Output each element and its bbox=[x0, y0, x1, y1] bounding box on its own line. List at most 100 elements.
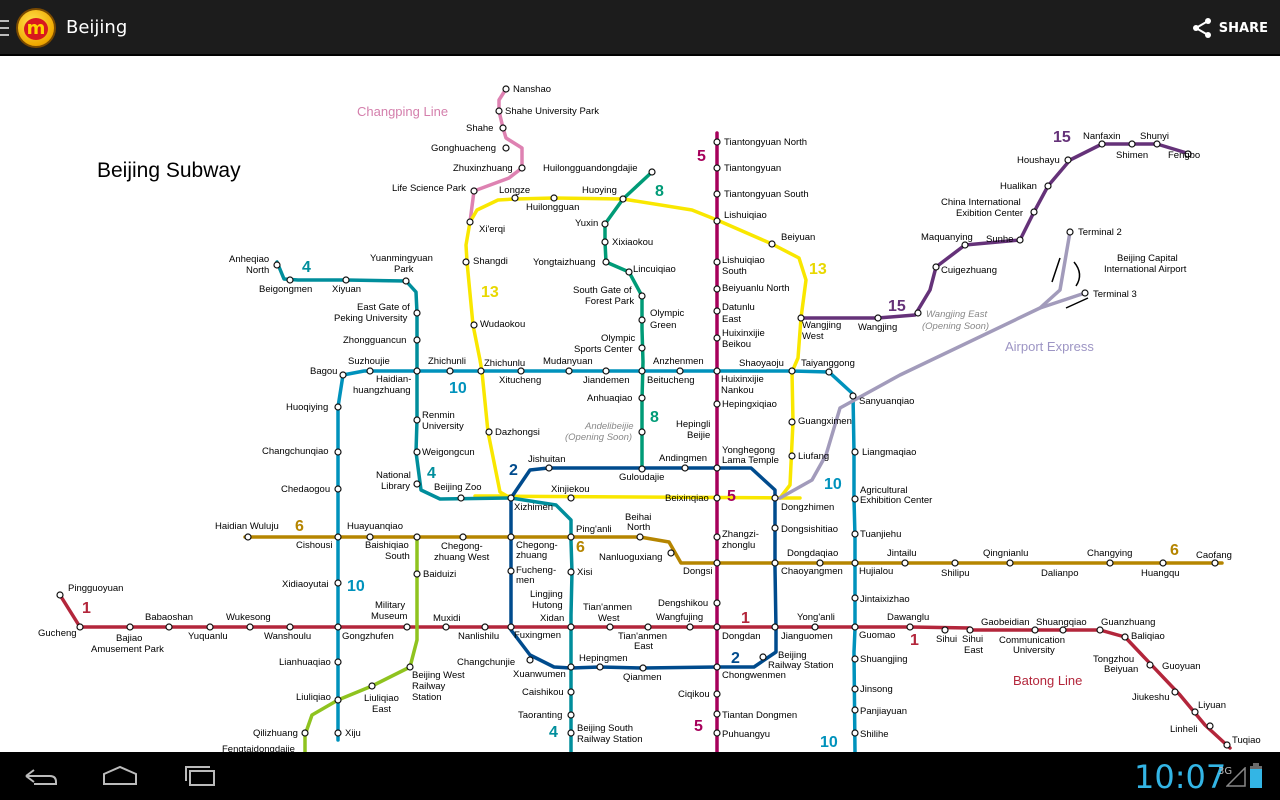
home-icon[interactable] bbox=[100, 764, 140, 788]
station-label: Xiyuan bbox=[332, 284, 361, 295]
station-label: Huayuanqiao bbox=[347, 521, 403, 532]
station-label: Gonghuacheng bbox=[431, 143, 496, 154]
station-label: Shilipu bbox=[941, 568, 970, 579]
station-label: Terminal 2 bbox=[1078, 227, 1122, 238]
line5-number-a: 5 bbox=[697, 148, 706, 165]
station-label: University bbox=[1013, 645, 1055, 656]
station-label: Suzhoujie bbox=[348, 356, 390, 367]
line1-number-c: 1 bbox=[910, 632, 919, 649]
station-label: Gucheng bbox=[38, 628, 77, 639]
station-label: Railway bbox=[412, 681, 446, 692]
station-label: Wanshoulu bbox=[264, 631, 311, 642]
station-label: Gaobeidian bbox=[981, 617, 1030, 628]
station-label: Shimen bbox=[1116, 150, 1148, 161]
station-label: Nanluoguxiang bbox=[599, 552, 662, 563]
station-label: Guloudajie bbox=[619, 472, 664, 483]
station-label: zhonglu bbox=[722, 540, 755, 551]
station-label: International Airport bbox=[1104, 264, 1187, 275]
station-label: Shilihe bbox=[860, 729, 889, 740]
line5-number-c: 5 bbox=[694, 718, 703, 735]
subway-map-svg[interactable]: Beijing Subway Changping Line Airport Ex… bbox=[0, 56, 1280, 752]
station-label: Sunhe bbox=[986, 234, 1013, 245]
station-label: Amusement Park bbox=[91, 644, 164, 655]
line10-number-c: 10 bbox=[347, 578, 365, 595]
line13-number-a: 13 bbox=[481, 284, 499, 301]
station-label: Lincuiqiao bbox=[633, 264, 676, 275]
station-label: Guangximen bbox=[798, 416, 852, 427]
app-title: Beijing bbox=[66, 17, 128, 38]
station-label: Huangqu bbox=[1141, 568, 1180, 579]
line4-number-a: 4 bbox=[302, 259, 311, 276]
station-label: Station bbox=[412, 692, 442, 703]
station-label: Xi'erqi bbox=[479, 224, 505, 235]
station-label: Tiantongyuan South bbox=[724, 189, 809, 200]
station-label: Huixinxijie bbox=[722, 328, 765, 339]
line4-number-c: 4 bbox=[549, 724, 558, 741]
station-label: Hepingmen bbox=[579, 653, 628, 664]
station-label: huangzhuang bbox=[353, 385, 411, 396]
station-label: Dengshikou bbox=[658, 598, 708, 609]
station-label: Qingnianlu bbox=[983, 548, 1028, 559]
station-label: Nanfaxin bbox=[1083, 131, 1121, 142]
label-batong-line: Batong Line bbox=[1013, 673, 1082, 688]
station-label: Exibition Center bbox=[956, 208, 1023, 219]
app-logo-icon[interactable]: m bbox=[16, 8, 56, 48]
station-label: Wangjing East bbox=[926, 309, 987, 320]
line-4 bbox=[275, 260, 574, 752]
recent-apps-icon[interactable] bbox=[180, 764, 220, 788]
station-label: Guomao bbox=[859, 630, 895, 641]
station-label: Longze bbox=[499, 185, 530, 196]
station-label: Liuliqiao bbox=[364, 693, 399, 704]
station-label: Baliqiao bbox=[1131, 631, 1165, 642]
station-label: zhuang bbox=[516, 550, 547, 561]
line-numbers: 1 1 1 2 2 4 4 4 5 5 5 6 6 6 8 8 10 10 10… bbox=[82, 129, 1179, 751]
station-label: Chegong- bbox=[441, 541, 483, 552]
station-label: Beiyuan bbox=[1104, 664, 1138, 675]
station-label: Dongsi bbox=[683, 566, 713, 577]
drawer-menu-icon[interactable] bbox=[0, 20, 9, 36]
share-icon bbox=[1192, 18, 1211, 38]
station-label: Huoqiying bbox=[286, 402, 328, 413]
station-label: Zhichunlu bbox=[484, 358, 525, 369]
line-batong bbox=[968, 628, 1232, 750]
station-label: Tiantongyuan bbox=[724, 163, 781, 174]
station-label: Railway Station bbox=[577, 734, 642, 745]
station-label: Forest Park bbox=[585, 296, 634, 307]
station-label: Railway Station bbox=[768, 660, 833, 671]
station-label: Baiduizi bbox=[423, 569, 456, 580]
station-label: Communication bbox=[999, 635, 1065, 646]
station-label: West bbox=[802, 331, 824, 342]
line5-number-b: 5 bbox=[727, 488, 736, 505]
station-label: Pingguoyuan bbox=[68, 583, 123, 594]
station-label: Lama Temple bbox=[722, 455, 779, 466]
line2-number-b: 2 bbox=[731, 650, 740, 667]
station-label: Anheqiao bbox=[229, 254, 269, 265]
map-title: Beijing Subway bbox=[97, 159, 241, 182]
station-label: Beijie bbox=[687, 430, 710, 441]
station-label: Tuqiao bbox=[1232, 735, 1261, 746]
station-label: Zhuxinzhuang bbox=[453, 163, 513, 174]
battery-icon bbox=[1250, 763, 1262, 788]
line-10 bbox=[336, 369, 857, 752]
station-label: Houshayu bbox=[1017, 155, 1060, 166]
station-label: Ping'anli bbox=[576, 524, 612, 535]
line10-number-d: 10 bbox=[820, 734, 838, 751]
back-icon[interactable] bbox=[20, 764, 60, 788]
station-label: Shunyi bbox=[1140, 131, 1169, 142]
station-label: Qianmen bbox=[623, 672, 662, 683]
station-label: Jiukeshu bbox=[1132, 692, 1170, 703]
station-label: Beijing South bbox=[577, 723, 633, 734]
station-label: Beijing bbox=[778, 650, 807, 661]
station-label: Yongtaizhuang bbox=[533, 257, 596, 268]
station-label: Hualikan bbox=[1000, 181, 1037, 192]
share-button[interactable]: SHARE bbox=[1191, 16, 1268, 40]
station-label: Bagou bbox=[310, 366, 337, 377]
station-label: Agricultural bbox=[860, 485, 908, 496]
share-label: SHARE bbox=[1218, 20, 1268, 36]
line1-number-b: 1 bbox=[741, 610, 750, 627]
station-label: Xinjiekou bbox=[551, 484, 590, 495]
station-label: Huoying bbox=[582, 185, 617, 196]
station-label: Jianguomen bbox=[781, 631, 833, 642]
station-label: Renmin bbox=[422, 410, 455, 421]
subway-map[interactable]: Beijing Subway Changping Line Airport Ex… bbox=[0, 56, 1280, 752]
